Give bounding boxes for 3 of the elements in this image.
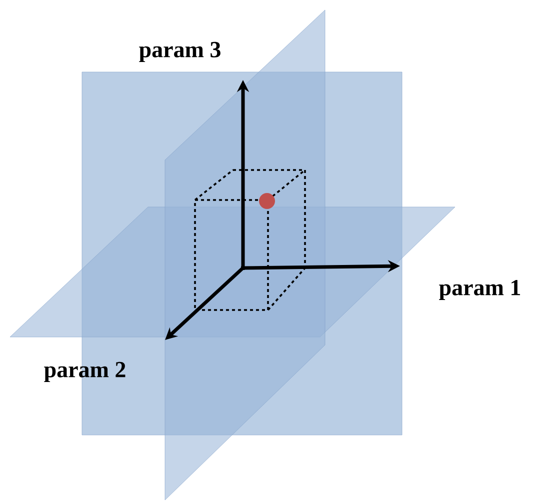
axis-label: param 1	[439, 280, 520, 300]
axis-label: param 2	[44, 362, 126, 382]
axis-label: param 3	[139, 42, 220, 62]
